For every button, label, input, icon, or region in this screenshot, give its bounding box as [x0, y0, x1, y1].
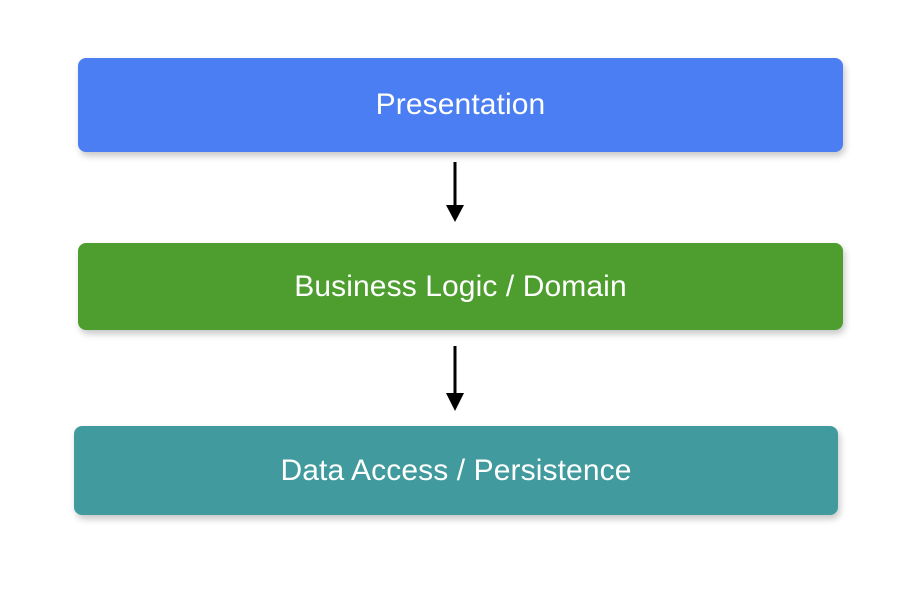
layer-label-data-access: Data Access / Persistence — [280, 453, 632, 487]
arrow-head — [446, 393, 464, 411]
layer-label-presentation: Presentation — [375, 88, 546, 121]
layer-box-business-logic[interactable]: Business Logic / Domain — [78, 243, 843, 330]
layer-box-presentation[interactable]: Presentation — [78, 58, 843, 152]
arrow-business-logic-to-data-access-icon — [446, 346, 464, 411]
arrow-presentation-to-business-logic-icon — [446, 162, 464, 222]
layer-label-business-logic: Business Logic / Domain — [294, 269, 627, 303]
arrow-head — [446, 205, 464, 222]
layer-box-data-access[interactable]: Data Access / Persistence — [74, 426, 838, 515]
